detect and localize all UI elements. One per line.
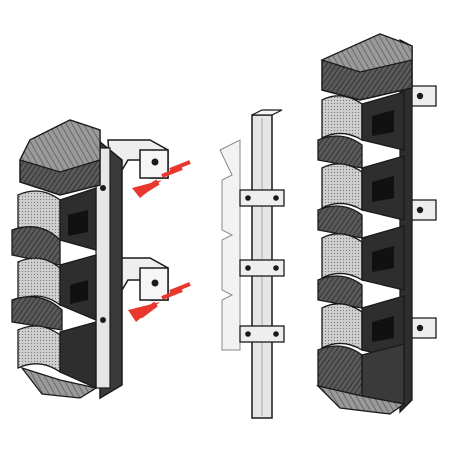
- fender-column: [315, 33, 413, 415]
- clamp-bottom: [239, 325, 285, 343]
- mounted-fender-panel: [315, 33, 437, 415]
- post-panel: [219, 109, 285, 419]
- ghost-fender-outline: [219, 139, 241, 351]
- fender-block-stack: [11, 119, 101, 399]
- upper-arrow: [132, 160, 191, 198]
- lower-arrow: [128, 282, 191, 322]
- bolt-bottom: [100, 317, 106, 323]
- bolt-top: [100, 185, 106, 191]
- lower-bracket: [107, 257, 169, 301]
- clamp-middle: [239, 259, 285, 277]
- clamp-top: [239, 189, 285, 207]
- bracket-assembly-panel: [11, 119, 169, 400]
